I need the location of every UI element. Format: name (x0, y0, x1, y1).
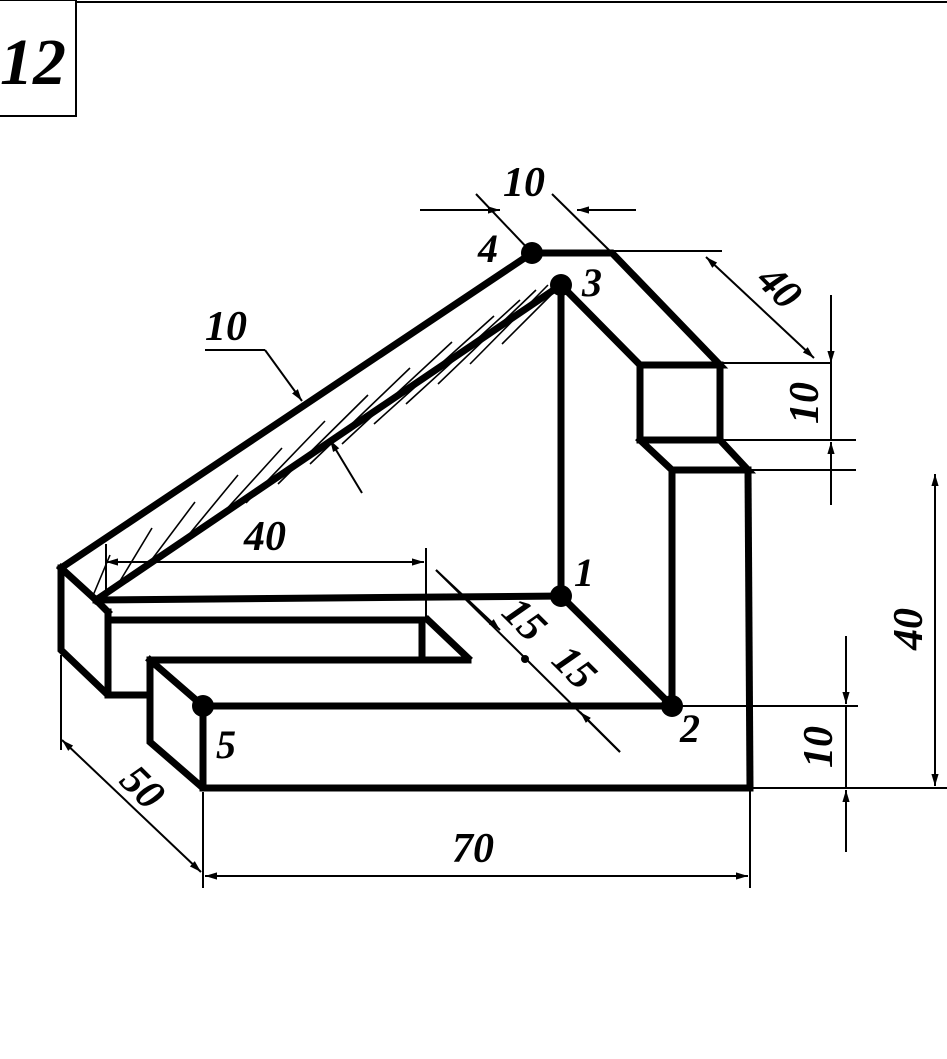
figure-number: 12 (0, 26, 66, 99)
dim-top-depth-label: 40 (747, 256, 810, 319)
point-5-label: 5 (216, 722, 236, 767)
figure-number-box: 12 (0, 0, 77, 117)
dim-upper-step-label: 10 (782, 382, 828, 424)
dim-top-width-label: 10 (503, 160, 545, 206)
dim-top-depth: 40 (612, 250, 830, 364)
dim-slot-b-label: 15 (543, 637, 605, 699)
point-1-dot (550, 585, 572, 607)
dim-front-depth-label: 50 (111, 757, 173, 819)
dim-left-length-label: 40 (243, 514, 286, 560)
point-4-label: 4 (477, 226, 498, 271)
point-3-label: 3 (581, 260, 602, 305)
dim-lower-step-label: 10 (796, 726, 842, 768)
point-2-label: 2 (679, 706, 700, 751)
dim-left-length: 40 (105, 514, 427, 620)
dim-top-width: 10 (420, 160, 636, 254)
point-5-dot (192, 695, 214, 717)
dim-right-height: 40 (750, 474, 947, 789)
part-outline (56, 248, 757, 792)
dim-bottom-width: 70 (205, 790, 751, 888)
dim-slant-thickness: 10 (205, 304, 363, 494)
dim-bottom-width-label: 70 (452, 826, 494, 872)
dim-upper-step: 10 (720, 295, 856, 505)
dim-slant-thickness-label: 10 (205, 304, 247, 350)
point-1-label: 1 (574, 550, 594, 595)
dim-right-height-label: 40 (886, 608, 932, 651)
dim-lower-step: 10 (672, 636, 858, 852)
point-3-dot (550, 274, 572, 296)
